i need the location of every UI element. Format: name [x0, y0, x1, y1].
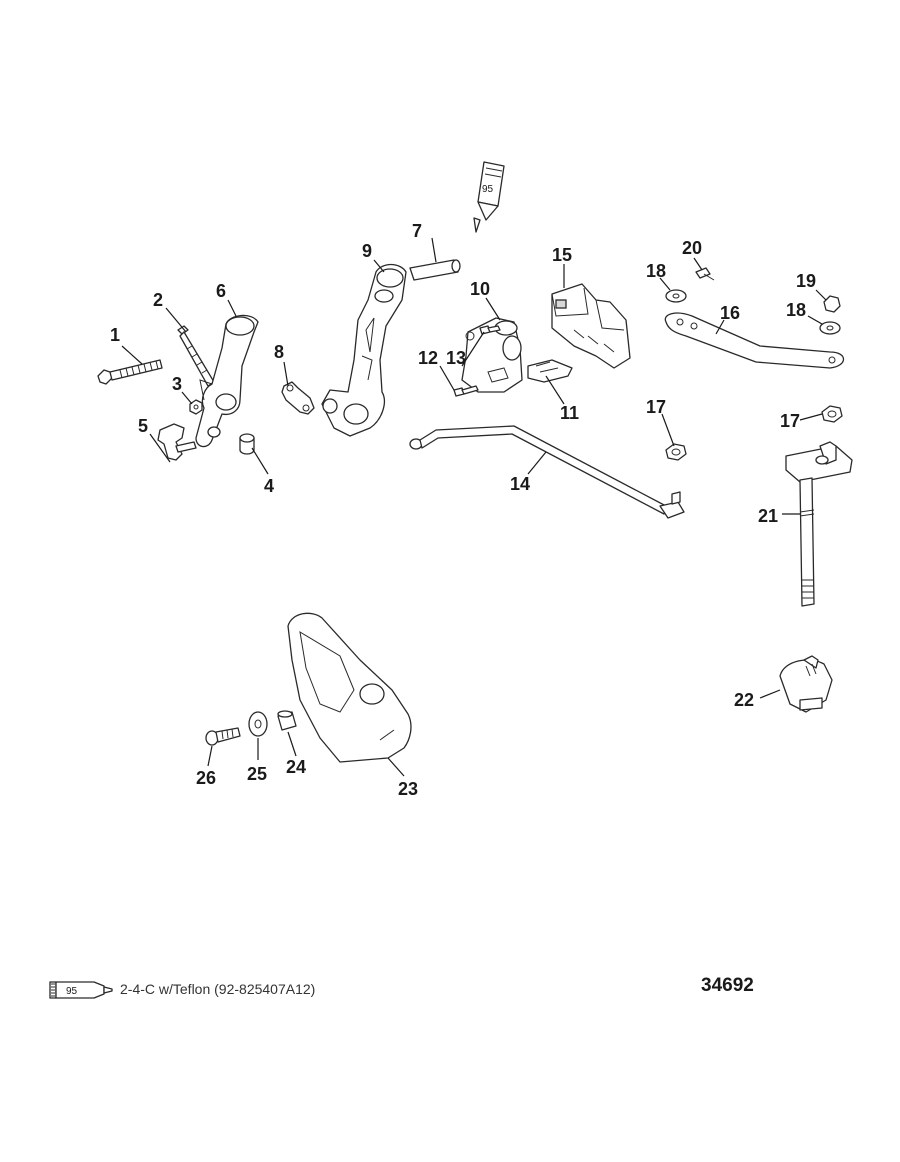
- callout-20: 20: [682, 238, 702, 258]
- callout-10: 10: [470, 279, 490, 299]
- sealant-tube-label: 95: [482, 184, 494, 195]
- callout-1: 1: [110, 325, 120, 345]
- callout-13: 13: [446, 348, 466, 368]
- callout-3: 3: [172, 374, 182, 394]
- part-15-control-block: [551, 283, 631, 369]
- part-18-washer-left: [665, 289, 687, 303]
- legend-tube-label: 95: [66, 986, 78, 997]
- callout-22: 22: [734, 690, 754, 710]
- callout-26: 26: [196, 768, 216, 788]
- part-16-link-arm: [664, 312, 845, 369]
- part-25-washer: [248, 711, 268, 737]
- callout-7: 7: [412, 221, 422, 241]
- callout-17-left: 17: [646, 397, 666, 417]
- part-8-link: [281, 381, 315, 415]
- part-24-bushing: [277, 710, 297, 731]
- callout-2: 2: [153, 290, 163, 310]
- part-26-screw: [205, 727, 241, 746]
- part-1-bolt: [97, 359, 163, 385]
- callout-15: 15: [552, 245, 572, 265]
- part-18-washer-right: [819, 321, 841, 335]
- part-13-screw: [479, 325, 501, 335]
- callout-4: 4: [264, 476, 274, 496]
- callout-9: 9: [362, 241, 372, 261]
- part-14-rod: [409, 425, 685, 519]
- legend-text: 2-4-C w/Teflon (92-825407A12): [120, 981, 316, 997]
- callout-18-right: 18: [786, 300, 806, 320]
- part-9-bracket: [321, 263, 407, 437]
- part-23-plate: [287, 612, 412, 763]
- part-6-lever: [195, 314, 259, 448]
- sealant-tube-95: 95: [473, 161, 505, 233]
- callout-23: 23: [398, 779, 418, 799]
- callout-11: 11: [560, 403, 579, 423]
- callout-14: 14: [510, 474, 530, 494]
- part-2-screw: [177, 325, 215, 387]
- part-7-pin: [409, 259, 461, 281]
- part-11-block: [527, 359, 573, 383]
- part-22-cam: [779, 655, 833, 713]
- part-5-clip: [157, 423, 197, 461]
- callout-24: 24: [286, 757, 306, 777]
- part-17-nut-left: [665, 443, 687, 461]
- part-12-screw: [453, 385, 479, 397]
- callout-8: 8: [274, 342, 284, 362]
- diagram-number: 34692: [701, 975, 754, 996]
- callout-5: 5: [138, 416, 148, 436]
- legend-tube-icon: 95: [49, 981, 113, 999]
- callout-16: 16: [720, 303, 740, 323]
- callout-21: 21: [758, 506, 778, 526]
- callout-6: 6: [216, 281, 226, 301]
- callout-19: 19: [796, 271, 816, 291]
- callout-18-left: 18: [646, 261, 666, 281]
- part-20-pin: [695, 267, 715, 281]
- leader-lines: [121, 237, 827, 777]
- part-21-shaft: [785, 441, 853, 607]
- part-4-bushing: [239, 433, 255, 455]
- part-17-nut-right: [821, 405, 843, 423]
- part-3-nut: [189, 399, 203, 415]
- callout-12: 12: [418, 348, 438, 368]
- callout-25: 25: [247, 764, 267, 784]
- part-10-bracket: [461, 317, 523, 393]
- callout-labels: 1 2 3 4 5 6 7 8 9 10 11 12 13 14 15 16 1…: [110, 221, 816, 799]
- part-19-nut: [823, 295, 841, 313]
- callout-17-right: 17: [780, 411, 800, 431]
